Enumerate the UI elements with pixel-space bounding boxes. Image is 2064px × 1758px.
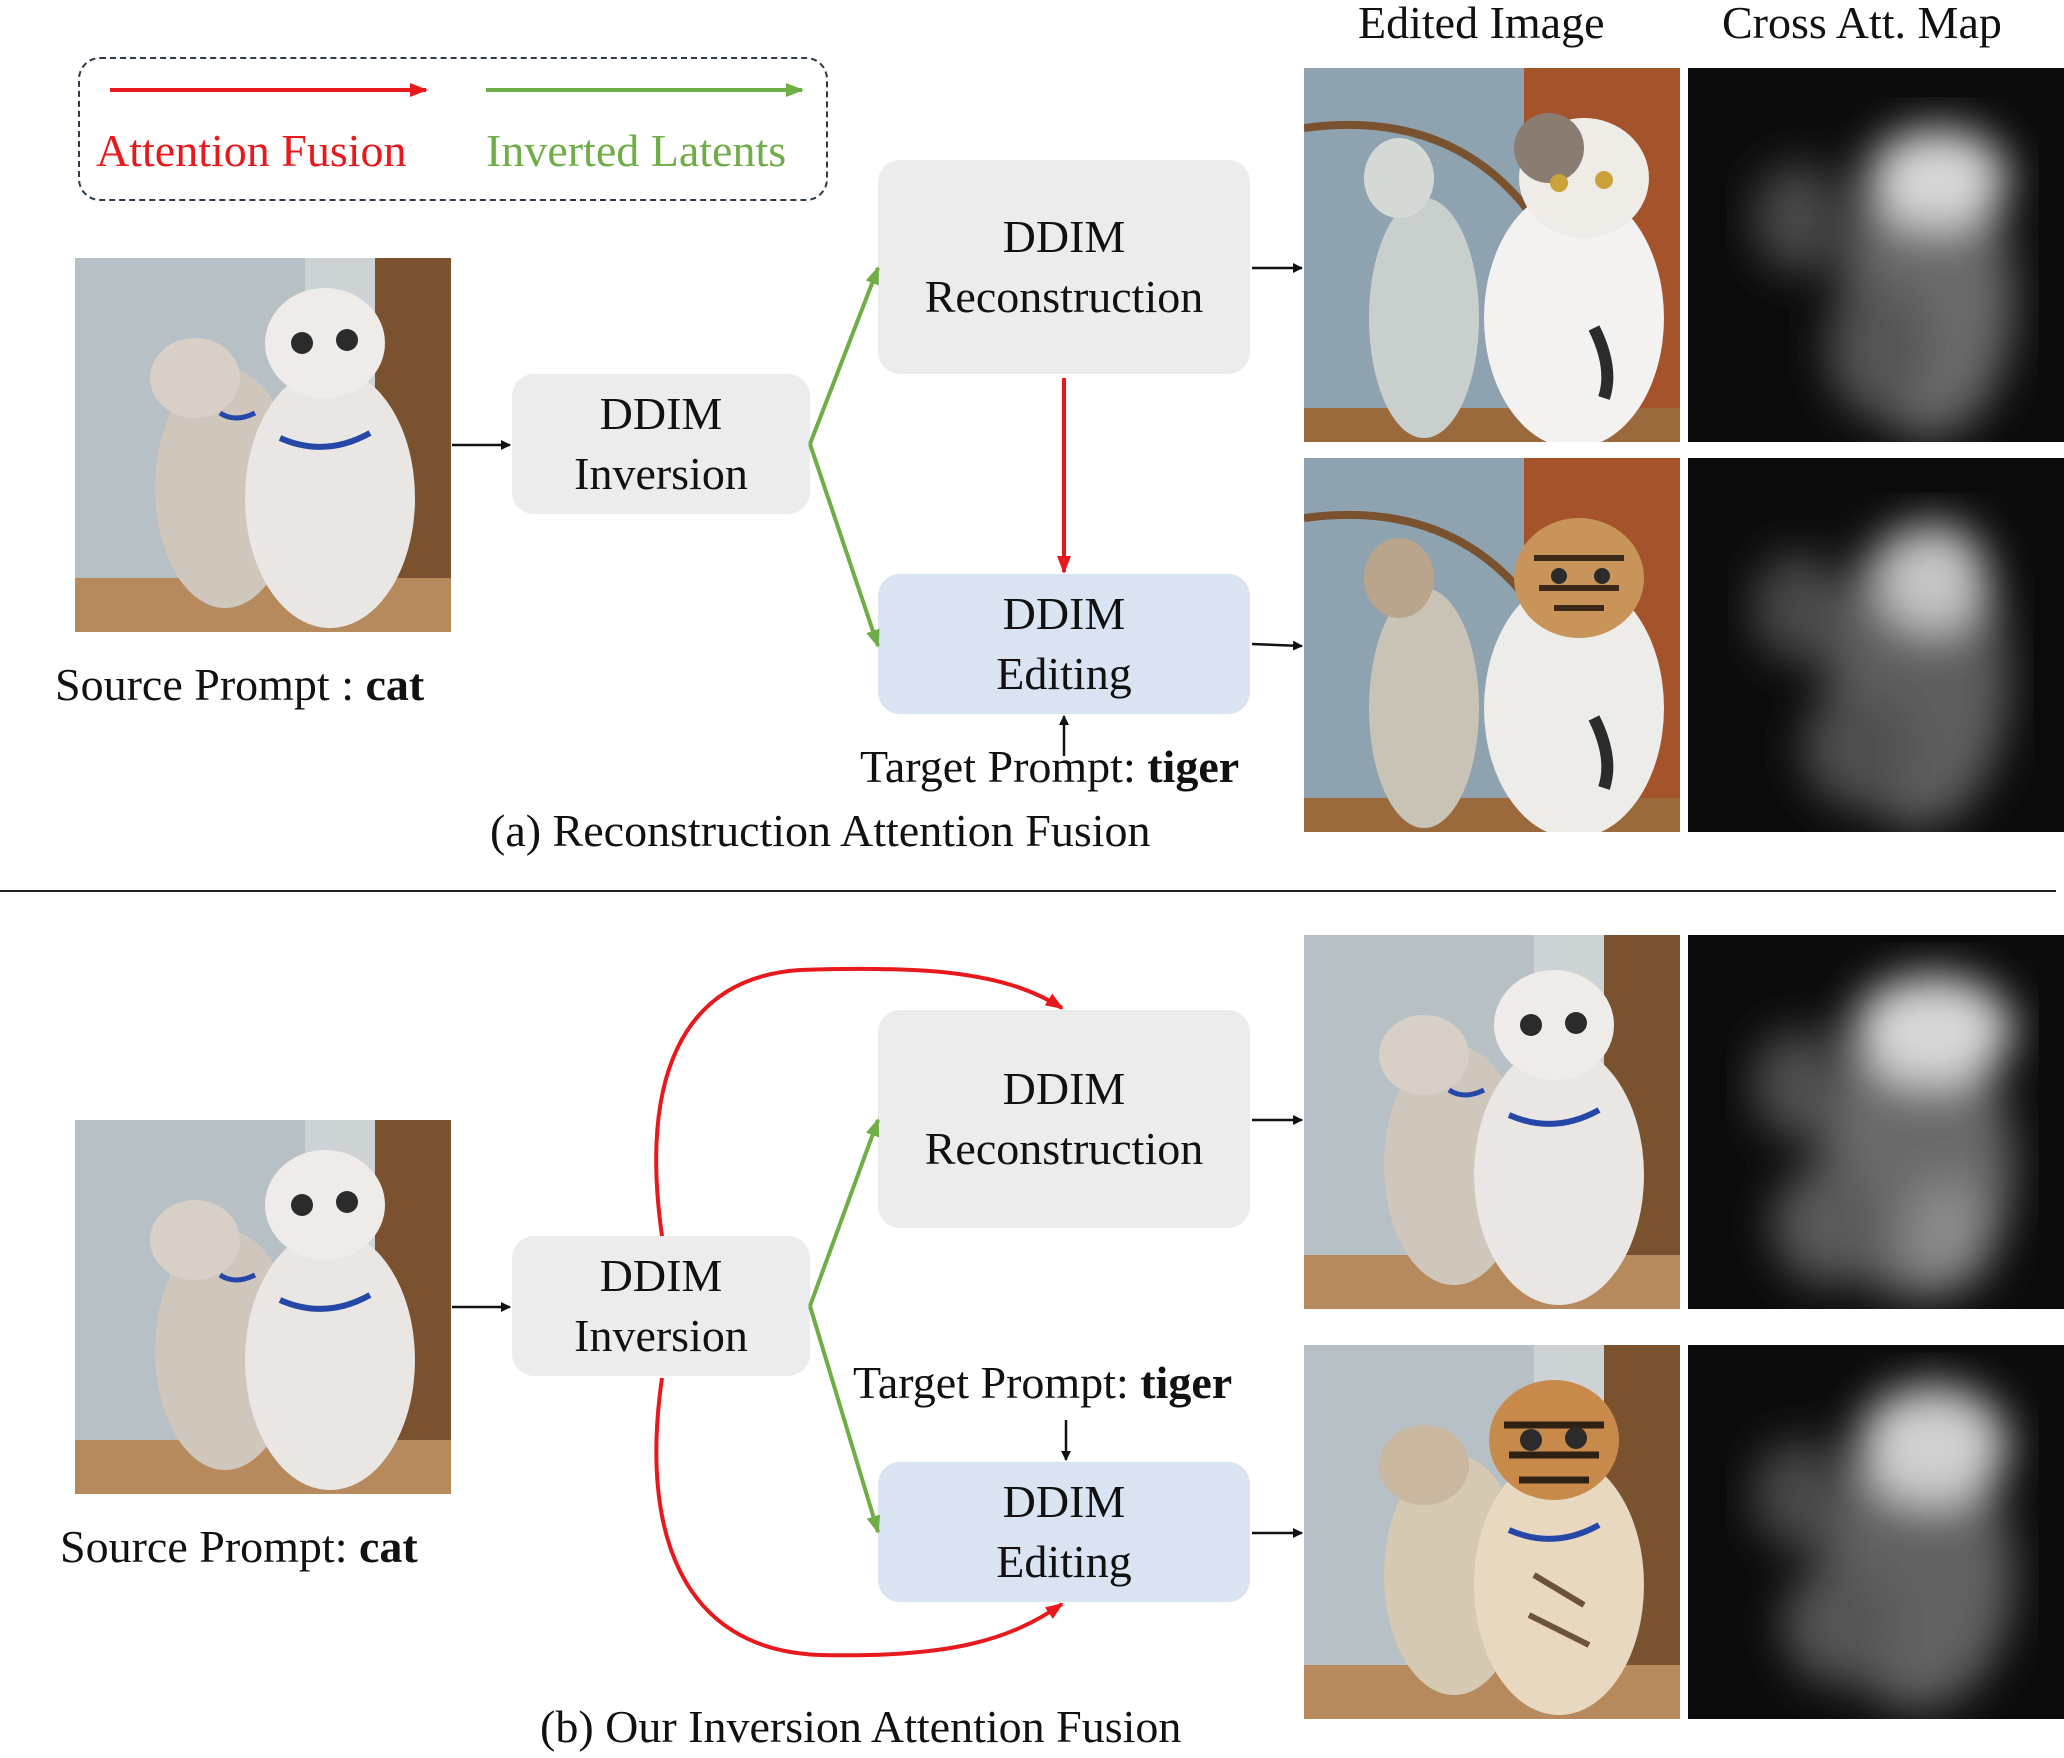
header-edited-image: Edited Image [1358, 0, 1605, 48]
ddim-editing-box-a: DDIM Editing [878, 574, 1250, 714]
ddim-reconstruction-box-a: DDIM Reconstruction [878, 160, 1250, 374]
legend-inverted-latents-label: Inverted Latents [486, 125, 787, 176]
cross-att-map-b-editing [1688, 1345, 2064, 1719]
editing-b-line1: DDIM [1002, 1476, 1126, 1527]
source-prompt-b: Source Prompt: cat [60, 1520, 418, 1573]
reconstruction-b-line2: Reconstruction [924, 1123, 1204, 1174]
source-image-a [75, 258, 451, 632]
source-prompt-a-label: Source Prompt : [55, 659, 366, 710]
source-prompt-b-label: Source Prompt: [60, 1521, 359, 1572]
target-prompt-b: Target Prompt: tiger [853, 1356, 1232, 1409]
editing-a-line1: DDIM [1002, 588, 1126, 639]
target-prompt-b-word: tiger [1140, 1357, 1233, 1408]
panel-divider [0, 890, 2056, 892]
reconstruction-a-line1: DDIM [1002, 211, 1126, 262]
cross-att-map-a-reconstruction [1688, 68, 2064, 442]
inversion-b-line2: Inversion [574, 1310, 748, 1361]
editing-a-line2: Editing [996, 648, 1132, 699]
reconstruction-b-line1: DDIM [1002, 1063, 1126, 1114]
target-prompt-a-label: Target Prompt: [860, 741, 1148, 792]
arrow-inversion-fusion-to-edit-b [654, 1377, 1064, 1658]
ddim-editing-box-b: DDIM Editing [878, 1462, 1250, 1602]
arrow-edit-to-image-a [1251, 640, 1303, 651]
arrow-inversion-to-edit-a [808, 443, 880, 648]
ddim-reconstruction-box-b: DDIM Reconstruction [878, 1010, 1250, 1228]
source-prompt-b-word: cat [358, 1521, 418, 1572]
inversion-b-line1: DDIM [599, 1250, 723, 1301]
caption-b: (b) Our Inversion Attention Fusion [540, 1701, 1182, 1752]
edited-image-a-editing [1304, 458, 1680, 832]
arrow-inversion-to-recon-b [808, 1118, 880, 1307]
source-image-b [75, 1120, 451, 1494]
arrow-inversion-fusion-to-recon-b [654, 966, 1064, 1237]
edited-image-b-reconstruction [1304, 935, 1680, 1309]
ddim-inversion-box-a: DDIM Inversion [512, 374, 810, 514]
caption-a: (a) Reconstruction Attention Fusion [490, 805, 1151, 856]
target-prompt-a-word: tiger [1147, 741, 1240, 792]
editing-b-line2: Editing [996, 1536, 1132, 1587]
cross-att-map-b-reconstruction [1688, 935, 2064, 1309]
target-prompt-a: Target Prompt: tiger [860, 740, 1239, 793]
target-prompt-b-label: Target Prompt: [853, 1357, 1141, 1408]
reconstruction-a-line2: Reconstruction [924, 271, 1204, 322]
source-prompt-a-word: cat [365, 659, 425, 710]
header-cross-att-map: Cross Att. Map [1722, 0, 2002, 48]
source-prompt-a: Source Prompt : cat [55, 658, 424, 711]
cross-att-map-a-editing [1688, 458, 2064, 832]
inversion-a-line2: Inversion [574, 448, 748, 499]
arrow-inversion-to-recon-a [808, 266, 880, 445]
arrow-inversion-to-edit-b [808, 1305, 881, 1534]
edited-image-b-editing [1304, 1345, 1680, 1719]
legend-attention-fusion-label: Attention Fusion [96, 125, 407, 176]
legend-box [78, 57, 828, 201]
ddim-inversion-box-b: DDIM Inversion [512, 1236, 810, 1376]
edited-image-a-reconstruction [1304, 68, 1680, 442]
inversion-a-line1: DDIM [599, 388, 723, 439]
